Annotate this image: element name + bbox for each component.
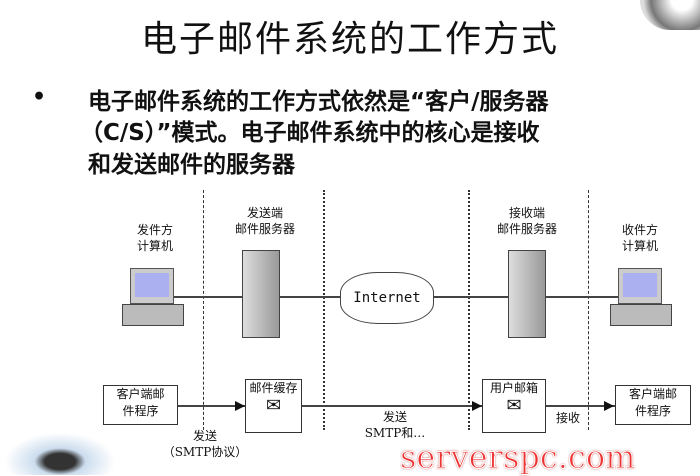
bullet-line-3: 和发送邮件的服务器 [88,152,295,178]
receiver-computer-label: 收件方计算机 [621,223,658,253]
bullet-line-2: （C/S）”模式。电子邮件系统中的核心是接收 [80,120,540,146]
receiver-server-icon [508,250,546,338]
slide-title: 电子邮件系统的工作方式 [140,19,559,60]
arrow-icon [235,401,245,411]
arrow-icon [472,401,482,411]
divider [588,190,589,430]
envelope-icon: ✉ [265,395,282,416]
sender-computer-label: 发件方计算机 [136,223,173,253]
client-right-box: 客户端邮件程序 [615,385,691,425]
network-decoration-icon [0,430,120,475]
client-left-box: 客户端邮件程序 [103,385,178,425]
mail-cache-box: 邮件缓存✉ [245,379,302,433]
divider [323,190,325,430]
receive-label: 接收 [555,411,580,425]
sender-server-label: 发送端邮件服务器 [234,206,295,236]
sender-server-icon [242,250,280,338]
flow-line [178,405,616,407]
divider [203,190,204,430]
envelope-icon: ✉ [506,395,522,416]
bullet-marker: • [32,84,47,110]
arrow-icon [604,401,614,411]
bullet-line-1: 电子邮件系统的工作方式依然是“客户/服务器 [88,89,549,115]
receiver-computer-icon [610,268,672,326]
divider [468,190,470,430]
receiver-server-label: 接收端邮件服务器 [496,206,557,236]
watermark: serverspc.com [400,438,636,476]
internet-cloud: Internet [340,272,434,324]
send-smtp-label: 发送（SMTP协议） [162,429,248,459]
sender-computer-icon [122,268,184,326]
internet-label: Internet [353,290,421,306]
user-mailbox-box: 用户邮箱✉ [482,379,546,433]
